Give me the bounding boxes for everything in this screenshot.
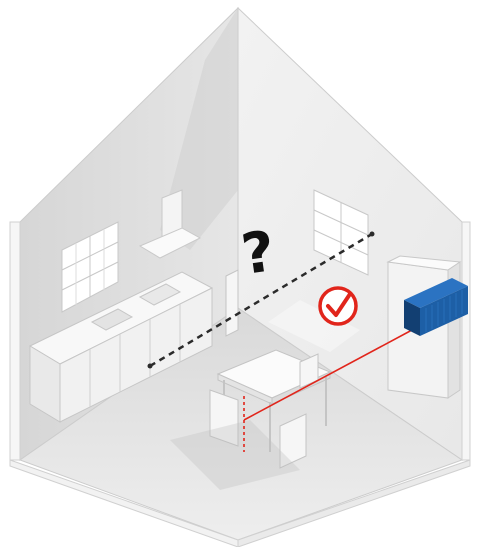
blocked-path-end-left bbox=[148, 364, 153, 369]
right-wall-edge bbox=[462, 222, 470, 460]
check-circle-icon bbox=[320, 288, 356, 324]
blocked-path-end-right bbox=[370, 232, 375, 237]
left-wall-edge bbox=[10, 222, 20, 460]
